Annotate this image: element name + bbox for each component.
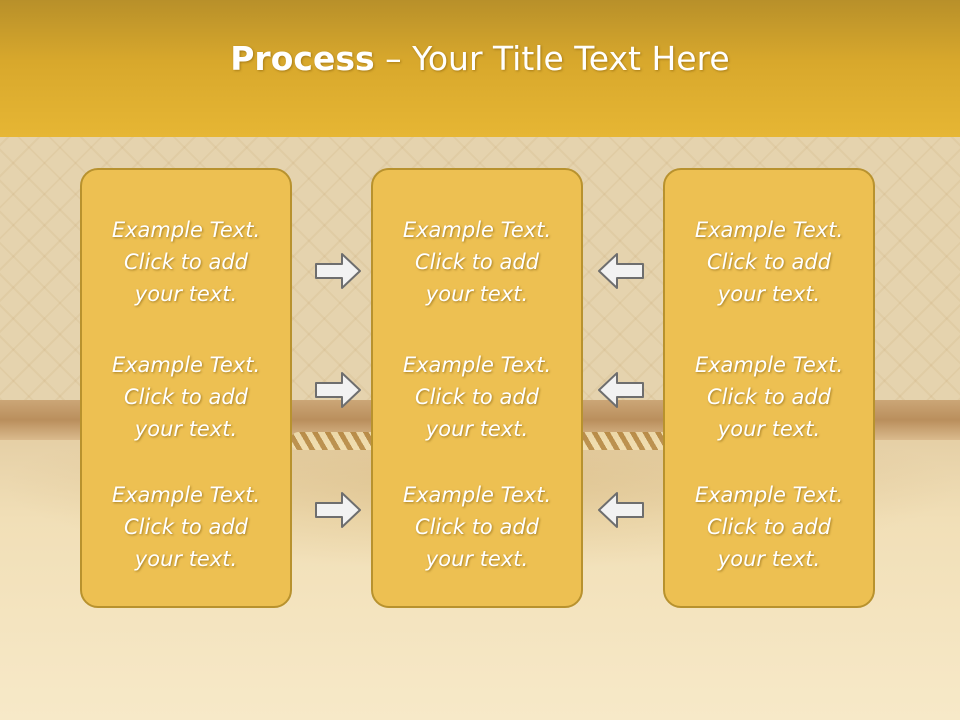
arrow-right-icon[interactable] xyxy=(314,251,362,291)
text-line: your text. xyxy=(134,547,238,571)
title-bold-part: Process xyxy=(230,39,375,78)
text-block[interactable]: Example Text. Click to add your text. xyxy=(665,349,873,445)
text-line: Click to add xyxy=(123,250,248,274)
text-block[interactable]: Example Text. Click to add your text. xyxy=(82,214,290,310)
text-box-right[interactable]: Example Text. Click to add your text. Ex… xyxy=(663,168,875,608)
arrow-left-icon[interactable] xyxy=(597,251,645,291)
text-line: Example Text. xyxy=(694,483,844,507)
arrow-left-icon[interactable] xyxy=(597,370,645,410)
arrow-right-icon[interactable] xyxy=(314,490,362,530)
text-block[interactable]: Example Text. Click to add your text. xyxy=(665,479,873,575)
title-regular-part: – Your Title Text Here xyxy=(374,39,730,78)
text-line: Click to add xyxy=(706,385,831,409)
text-line: your text. xyxy=(134,417,238,441)
text-line: Click to add xyxy=(123,385,248,409)
text-block[interactable]: Example Text. Click to add your text. xyxy=(373,479,581,575)
text-line: Example Text. xyxy=(402,218,552,242)
text-line: Click to add xyxy=(414,385,539,409)
text-line: your text. xyxy=(717,417,821,441)
arrow-right-icon[interactable] xyxy=(314,370,362,410)
text-line: Click to add xyxy=(123,515,248,539)
text-block[interactable]: Example Text. Click to add your text. xyxy=(82,479,290,575)
text-line: Example Text. xyxy=(111,218,261,242)
text-line: Example Text. xyxy=(694,218,844,242)
text-line: your text. xyxy=(717,547,821,571)
text-line: your text. xyxy=(425,547,529,571)
text-block[interactable]: Example Text. Click to add your text. xyxy=(665,214,873,310)
text-box-left[interactable]: Example Text. Click to add your text. Ex… xyxy=(80,168,292,608)
text-line: your text. xyxy=(425,417,529,441)
text-line: Example Text. xyxy=(111,353,261,377)
text-box-center[interactable]: Example Text. Click to add your text. Ex… xyxy=(371,168,583,608)
text-line: Click to add xyxy=(414,250,539,274)
text-line: Example Text. xyxy=(402,483,552,507)
slide-title[interactable]: Process – Your Title Text Here xyxy=(230,39,729,78)
text-block[interactable]: Example Text. Click to add your text. xyxy=(373,214,581,310)
text-line: Example Text. xyxy=(402,353,552,377)
title-bar: Process – Your Title Text Here xyxy=(0,0,960,137)
text-block[interactable]: Example Text. Click to add your text. xyxy=(82,349,290,445)
text-line: Click to add xyxy=(706,515,831,539)
text-block[interactable]: Example Text. Click to add your text. xyxy=(373,349,581,445)
text-line: your text. xyxy=(717,282,821,306)
text-line: Example Text. xyxy=(694,353,844,377)
text-line: Click to add xyxy=(414,515,539,539)
text-line: your text. xyxy=(134,282,238,306)
text-line: Example Text. xyxy=(111,483,261,507)
arrow-left-icon[interactable] xyxy=(597,490,645,530)
text-line: Click to add xyxy=(706,250,831,274)
text-line: your text. xyxy=(425,282,529,306)
